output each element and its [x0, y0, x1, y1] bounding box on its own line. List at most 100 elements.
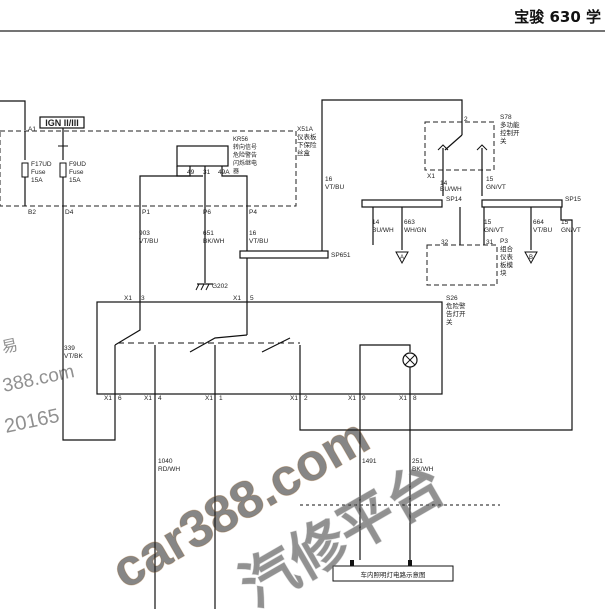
splice-sp14-bar — [361, 199, 443, 208]
p3-desc-3: 板模 — [500, 260, 514, 269]
x51a-id: X51A — [297, 126, 314, 133]
p3-pin-32: 32 — [441, 239, 449, 246]
wire-feed-left — [0, 100, 26, 130]
s26-bottom-pin-5: 9 — [362, 395, 366, 402]
fuse-a1-terminal: A1 — [28, 126, 36, 133]
offpage-b-arrow — [524, 251, 538, 265]
wire-651-color: BK/WH — [203, 238, 225, 245]
s26-top-pin-2: 5 — [250, 295, 254, 302]
s26-bottom-pin-5-conn: X1 — [348, 395, 356, 402]
x51a-desc-3: 丝盒 — [297, 148, 311, 157]
p3-desc-2: 仪表 — [500, 252, 514, 261]
wire-339-color: VT/BK — [64, 353, 83, 360]
relay-kr56-desc-1: 转向信号 — [233, 143, 257, 151]
wire-15-right-circuit: 15 — [561, 219, 569, 226]
wire-14-sp14-color: BU/WH — [372, 227, 394, 234]
bottom-box-pin-right — [408, 560, 412, 566]
wire-663-color: WH/GN — [404, 227, 427, 234]
s26-bottom-pin-4-conn: X1 — [290, 395, 298, 402]
fuse-f9ud-type: Fuse — [69, 169, 84, 176]
wire-16-top-color: VT/BU — [325, 184, 344, 191]
s26-bottom-pin-2-conn: X1 — [144, 395, 152, 402]
relay-pin-31: 31 — [203, 169, 211, 176]
bottom-reference-label: 车内照明灯电路示意图 — [361, 570, 426, 579]
wire-15-sp15-circuit: 15 — [484, 219, 492, 226]
splice-sp15-bar — [481, 199, 563, 208]
ground-g202-label: G202 — [212, 283, 228, 290]
module-p3-boundary — [426, 244, 498, 286]
wire-15-sp15-color: GN/VT — [484, 227, 504, 234]
s78-left-contact — [437, 144, 449, 151]
fuse-f9ud-rating: 15A — [69, 177, 81, 184]
relay-kr56-box — [176, 145, 229, 167]
s78-desc-2: 控制开 — [500, 128, 520, 137]
s78-desc-3: 关 — [500, 136, 507, 145]
offpage-a-label: A — [400, 255, 404, 261]
watermark-1: 易 — [0, 337, 19, 357]
wire-339-circuit: 339 — [64, 345, 75, 352]
wire-339 — [62, 177, 116, 441]
s26-bottom-pin-3: 1 — [219, 395, 223, 402]
wire-1040-circuit: 1040 — [158, 458, 173, 465]
s78-id: S78 — [500, 114, 512, 121]
wire-903-circuit: 903 — [139, 230, 150, 237]
x51a-desc-2: 下保险 — [297, 140, 317, 149]
wire-16-to-s78 — [321, 99, 463, 251]
splice-sp651-label: SP651 — [331, 252, 351, 259]
wire-903 — [114, 166, 191, 346]
s26-desc-1: 危险警 — [446, 301, 466, 310]
wire-16-color: VT/BU — [249, 238, 268, 245]
p3-desc-1: 组合 — [500, 244, 514, 253]
watermark-3: 20165 — [2, 405, 61, 438]
s26-bottom-pin-6-conn: X1 — [399, 395, 407, 402]
s78-right-contact — [476, 144, 488, 151]
wire-251-circuit: 251 — [412, 458, 423, 465]
s26-bottom-pin-3-conn: X1 — [205, 395, 213, 402]
relay-kr56-id: KR56 — [233, 137, 249, 143]
wire-16-top-circuit: 16 — [325, 176, 333, 183]
bottom-box-pin-left — [350, 560, 354, 566]
fuse-b2-terminal: B2 — [28, 209, 36, 216]
bottom-reference-box — [332, 565, 454, 582]
offpage-b-label: B — [529, 255, 533, 261]
wire-15-gn-vt-color: GN/VT — [486, 184, 506, 191]
wire-651-circuit: 651 — [203, 230, 214, 237]
s78-x1-label: X1 — [427, 173, 435, 180]
s26-contact-arm-2 — [261, 337, 291, 353]
s78-pin-2: 2 — [464, 116, 468, 123]
wire-1040-color: RD/WH — [158, 466, 180, 473]
wire-664-circuit: 664 — [533, 219, 544, 226]
fuse-d4-terminal: D4 — [65, 209, 74, 216]
fuse-f17ud-name: F17UD — [31, 161, 52, 168]
s26-bottom-pin-6: 8 — [413, 395, 417, 402]
s26-desc-2: 告灯开 — [446, 309, 466, 318]
s26-bottom-pin-2: 4 — [158, 395, 162, 402]
lamp-cross-2 — [404, 354, 416, 366]
pin-p1: P1 — [142, 209, 150, 216]
wire-1491-circuit: 1491 — [362, 458, 377, 465]
wire-14-bu-wh-color: BU/WH — [440, 186, 462, 193]
s78-desc-1: 多功能 — [500, 120, 520, 129]
relay-kr56-desc-4: 器 — [233, 168, 239, 175]
s26-top-pin-1: 3 — [141, 295, 145, 302]
splice-sp14-label: SP14 — [446, 196, 462, 203]
s26-bottom-pin-1-conn: X1 — [104, 395, 112, 402]
ign-label: IGN II/III — [45, 118, 79, 128]
wire-903-color: VT/BU — [139, 238, 158, 245]
relay-pin-49a: 49A — [218, 169, 230, 176]
wire-14-sp14-circuit: 14 — [372, 219, 380, 226]
s26-top-pin-1-conn: X1 — [124, 295, 132, 302]
wire-16-circuit: 16 — [249, 230, 257, 237]
relay-kr56-desc-2: 危险警告 — [233, 151, 257, 159]
s26-bottom-pin-1: 6 — [118, 395, 122, 402]
switch-s78-boundary — [424, 121, 495, 171]
wire-15-to-s26 — [299, 207, 573, 431]
offpage-a-arrow — [395, 251, 409, 265]
watermark-2: 388.com — [1, 361, 77, 397]
relay-kr56-desc-3: 闪烁继电 — [233, 159, 257, 167]
relay-pin-49: 49 — [187, 169, 195, 176]
p3-desc-4: 块 — [500, 268, 507, 277]
switch-s26-box — [96, 301, 443, 395]
wire-664-color: VT/BU — [533, 227, 552, 234]
